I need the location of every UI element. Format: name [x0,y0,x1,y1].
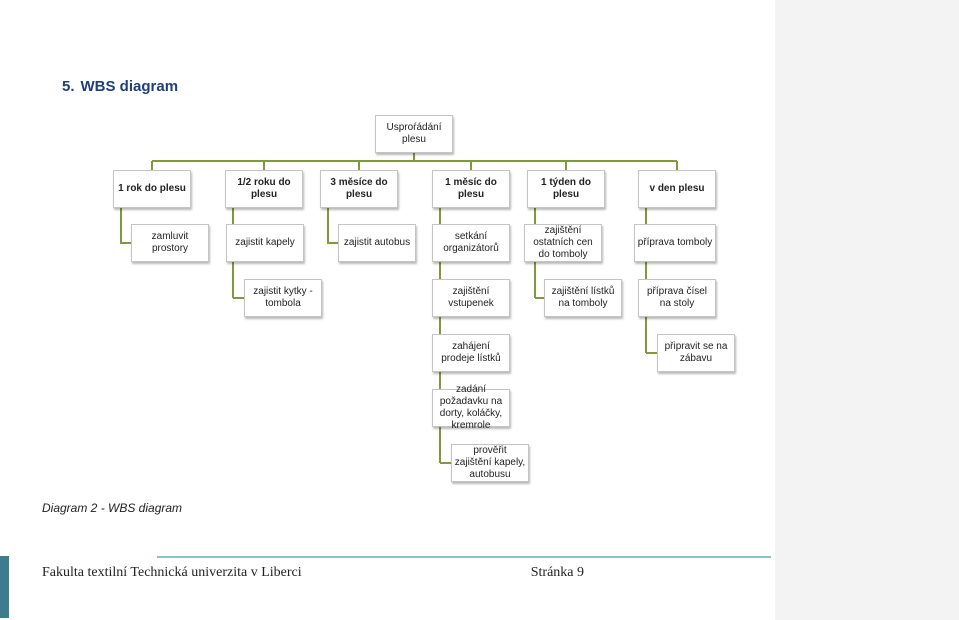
wbs-task-node: zahájení prodeje lístků [432,334,510,372]
wbs-connector [120,208,131,244]
wbs-task-node: zajištění vstupenek [432,279,510,317]
wbs-task-node: setkání organizátorů [432,224,510,262]
wbs-task-node: zajistit autobus [338,224,416,262]
side-panel [775,0,959,620]
wbs-phase-node: 1/2 roku do plesu [225,170,303,208]
footer-accent-bar [0,556,9,618]
wbs-phase-node: 3 měsíce do plesu [320,170,398,208]
wbs-phase-node: 1 rok do plesu [113,170,191,208]
wbs-phase-node: 1 týden do plesu [527,170,605,208]
section-title: WBS diagram [80,78,179,95]
wbs-task-node: prověřit zajištění kapely, autobusu [451,444,529,482]
section-heading: 5. WBS diagram [62,78,178,95]
wbs-connector [327,208,338,244]
diagram-caption: Diagram 2 - WBS diagram [42,501,183,515]
wbs-phase-node: v den plesu [638,170,716,208]
wbs-task-node: zajistit kytky - tombola [244,279,322,317]
wbs-task-node: zajištění lístků na tomboly [544,279,622,317]
wbs-task-node: příprava tomboly [634,224,716,262]
footer-institution: Fakulta textilní Technická univerzita v … [42,565,302,580]
document-page: 5. WBS diagram Usproŕádání plesu 1 rok do… [0,78,771,618]
footer-divider [157,556,771,558]
wbs-task-node: zadání požadavku na dorty, koláčky, krem… [432,384,510,431]
footer-page-number: Stránka 9 [530,565,584,580]
wbs-phase-node: 1 měsíc do plesu [432,170,510,208]
wbs-root-node: Usproŕádání plesu [375,115,453,153]
wbs-task-node: příprava čísel na stoly [638,279,716,317]
wbs-task-node: připravit se na zábavu [657,334,735,372]
section-number: 5. [62,78,75,95]
wbs-task-node: zajištění ostatních cen do tomboly [524,224,602,262]
wbs-task-node: zamluvit prostory [131,224,209,262]
wbs-task-node: zajistit kapely [226,224,304,262]
